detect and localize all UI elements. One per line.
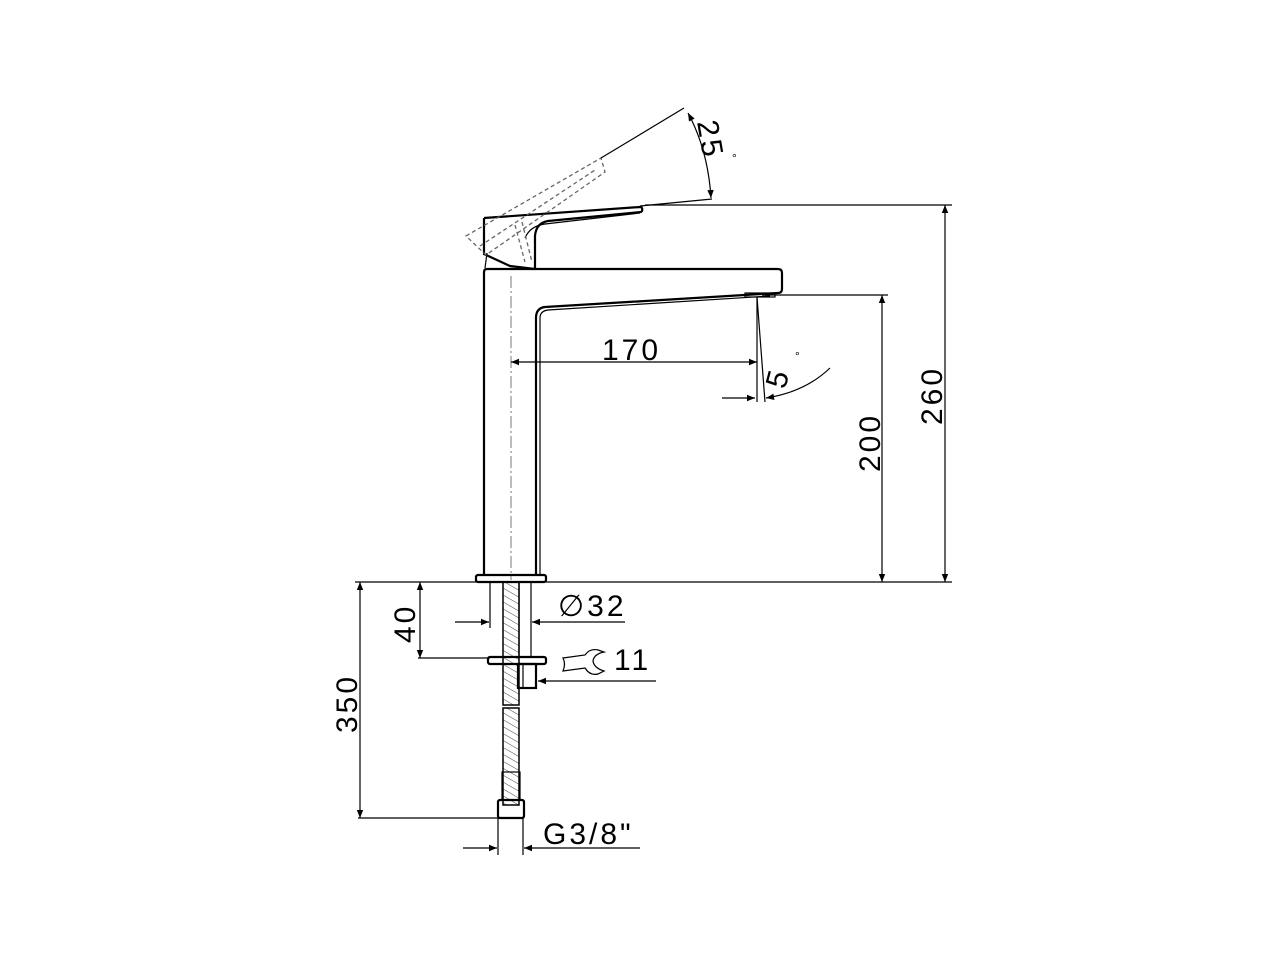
- total-height-label: 260: [916, 366, 949, 425]
- total-height-dimension: 260: [546, 204, 952, 583]
- lever-angle-label: 25: [690, 117, 729, 162]
- spout-reach-dimension: 170: [511, 334, 757, 367]
- base-diameter-label: ∅32: [558, 590, 627, 623]
- thread-label: G3/8": [543, 818, 634, 851]
- spout-angle-dimension: 5 °: [722, 296, 831, 403]
- base-diameter-dimension: ∅32: [455, 590, 627, 626]
- mounting-shank: [486, 581, 548, 820]
- deck-thickness-label: 40: [389, 604, 422, 643]
- wrench-icon: [562, 648, 607, 675]
- spout-height-dimension: 200: [762, 294, 888, 582]
- deck-thickness-dimension: 40: [389, 582, 490, 659]
- wrench-size-label: 11: [614, 644, 651, 677]
- hose-length-label: 350: [331, 674, 364, 733]
- lever-angle-dimension: 25 °: [600, 107, 737, 207]
- degree-symbol: °: [795, 349, 800, 363]
- faucet-body: [474, 267, 784, 584]
- spout-angle-label: 5: [760, 364, 797, 392]
- spout-reach-label: 170: [602, 334, 661, 367]
- hose-length-dimension: 350: [331, 581, 498, 819]
- thread-dimension: G3/8": [463, 818, 640, 855]
- degree-symbol: °: [732, 151, 737, 165]
- lever-handle: [482, 205, 644, 271]
- lever-handle-raised-outline: [464, 157, 606, 263]
- spout-height-label: 200: [854, 413, 887, 472]
- wrench-size-dimension: 11: [538, 644, 656, 685]
